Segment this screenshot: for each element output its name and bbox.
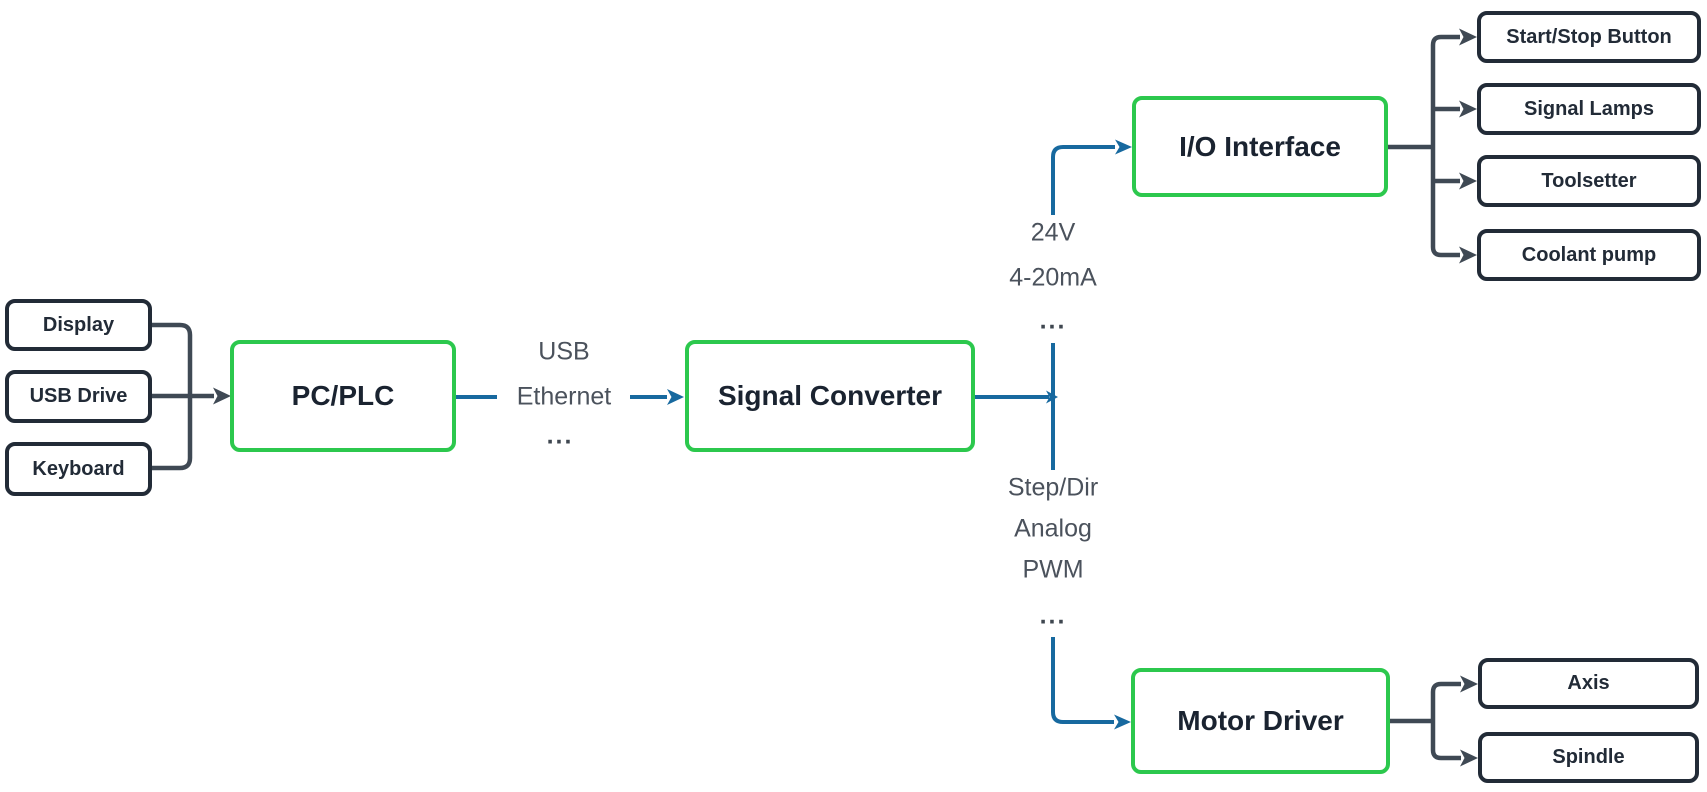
- arrowhead-into-signal-lamps: [1459, 100, 1477, 118]
- node-usb-drive: USB Drive: [5, 370, 152, 423]
- edge-io-up: [1430, 34, 1460, 147]
- node-signal-lamps: Signal Lamps: [1477, 83, 1701, 135]
- arrowhead-into-toolsetter: [1459, 172, 1477, 190]
- edge-motor-fanout: [1390, 681, 1461, 761]
- edge-label-pwm: PWM: [1022, 555, 1084, 584]
- node-start-stop-button: Start/Stop Button: [1477, 11, 1701, 63]
- node-signal-converter: Signal Converter: [685, 340, 975, 452]
- arrowheads-motor-children: [1460, 675, 1478, 767]
- edge-label-pc-converter-dots: ...: [546, 421, 574, 450]
- edge-label-24v: 24V: [1030, 218, 1076, 247]
- edge-label-analog: Analog: [1014, 514, 1092, 543]
- edge-label-ethernet: Ethernet: [516, 382, 612, 411]
- edge-io-down: [1430, 147, 1460, 258]
- node-pc-plc: PC/PLC: [230, 340, 456, 452]
- edge-keyboard-branch: [152, 396, 193, 471]
- arrowhead-into-motor: [1114, 714, 1131, 730]
- node-spindle: Spindle: [1478, 732, 1699, 783]
- edge-label-usb: USB: [538, 337, 590, 366]
- edge-display-branch: [152, 322, 193, 396]
- edge-branch-to-motor: [1051, 637, 1114, 724]
- arrowheads-io-children: [1459, 28, 1477, 264]
- node-axis: Axis: [1478, 658, 1699, 709]
- arrowhead-into-start-stop: [1459, 28, 1477, 46]
- edge-input-devices-to-pc: [152, 322, 214, 471]
- node-io-interface: I/O Interface: [1132, 96, 1388, 197]
- edge-io-fanout: [1388, 34, 1460, 258]
- edge-converter-trunk: [975, 145, 1115, 724]
- edge-label-io-dots: ...: [1039, 306, 1067, 335]
- edge-label-motor-dots: ...: [1039, 601, 1067, 630]
- edge-motor-down: [1430, 721, 1461, 761]
- node-toolsetter: Toolsetter: [1477, 155, 1701, 207]
- arrowhead-into-pc: [213, 387, 231, 405]
- arrowhead-into-spindle: [1460, 749, 1478, 767]
- node-keyboard: Keyboard: [5, 442, 152, 496]
- arrowhead-into-io: [1115, 139, 1132, 155]
- edge-label-step-dir: Step/Dir: [1007, 473, 1099, 502]
- node-display: Display: [5, 299, 152, 351]
- node-coolant-pump: Coolant pump: [1477, 229, 1701, 281]
- arrowhead-into-axis: [1460, 675, 1478, 693]
- edge-label-4-20ma: 4-20mA: [1009, 263, 1097, 292]
- node-motor-driver: Motor Driver: [1131, 668, 1390, 774]
- edge-motor-up: [1430, 681, 1461, 721]
- junction-chevron: [1046, 390, 1058, 404]
- arrowhead-into-converter: [667, 389, 684, 405]
- arrowhead-into-coolant-pump: [1459, 246, 1477, 264]
- edge-branch-to-io: [1051, 145, 1115, 215]
